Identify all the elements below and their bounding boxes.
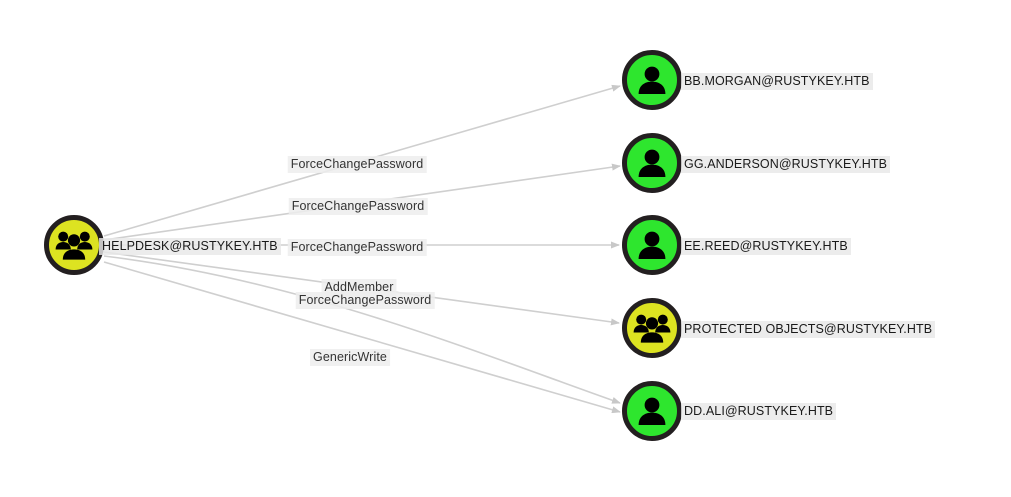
node-protected-objects[interactable] [622, 298, 682, 358]
node-label-helpdesk[interactable]: HELPDESK@RUSTYKEY.HTB [99, 238, 281, 255]
group-icon [633, 311, 671, 345]
node-label-protected-objects[interactable]: PROTECTED OBJECTS@RUSTYKEY.HTB [681, 321, 936, 338]
edge-dd-ali-fcp[interactable] [103, 255, 621, 404]
edge-label-edge-dd-ali-fcp[interactable]: ForceChangePassword [295, 292, 435, 309]
edge-dd-ali-gw[interactable] [103, 261, 621, 414]
user-icon [635, 146, 669, 180]
node-bb-morgan[interactable] [622, 50, 682, 110]
user-icon [635, 228, 669, 262]
node-dd-ali[interactable] [622, 381, 682, 441]
edge-label-edge-gg-anderson[interactable]: ForceChangePassword [288, 198, 428, 215]
node-label-ee-reed[interactable]: EE.REED@RUSTYKEY.HTB [681, 238, 851, 255]
edge-label-edge-ee-reed[interactable]: ForceChangePassword [287, 239, 427, 256]
user-icon [635, 63, 669, 97]
node-label-dd-ali[interactable]: DD.ALI@RUSTYKEY.HTB [681, 403, 837, 420]
group-icon [55, 228, 93, 262]
user-icon [635, 394, 669, 428]
edge-label-edge-dd-ali-gw[interactable]: GenericWrite [310, 349, 390, 366]
node-label-bb-morgan[interactable]: BB.MORGAN@RUSTYKEY.HTB [681, 73, 873, 90]
node-label-gg-anderson[interactable]: GG.ANDERSON@RUSTYKEY.HTB [681, 156, 891, 173]
node-gg-anderson[interactable] [622, 133, 682, 193]
edge-label-edge-bb-morgan[interactable]: ForceChangePassword [287, 156, 427, 173]
node-helpdesk[interactable] [44, 215, 104, 275]
edge-label-edge-protected-objects[interactable]: AddMember [321, 279, 397, 296]
node-ee-reed[interactable] [622, 215, 682, 275]
